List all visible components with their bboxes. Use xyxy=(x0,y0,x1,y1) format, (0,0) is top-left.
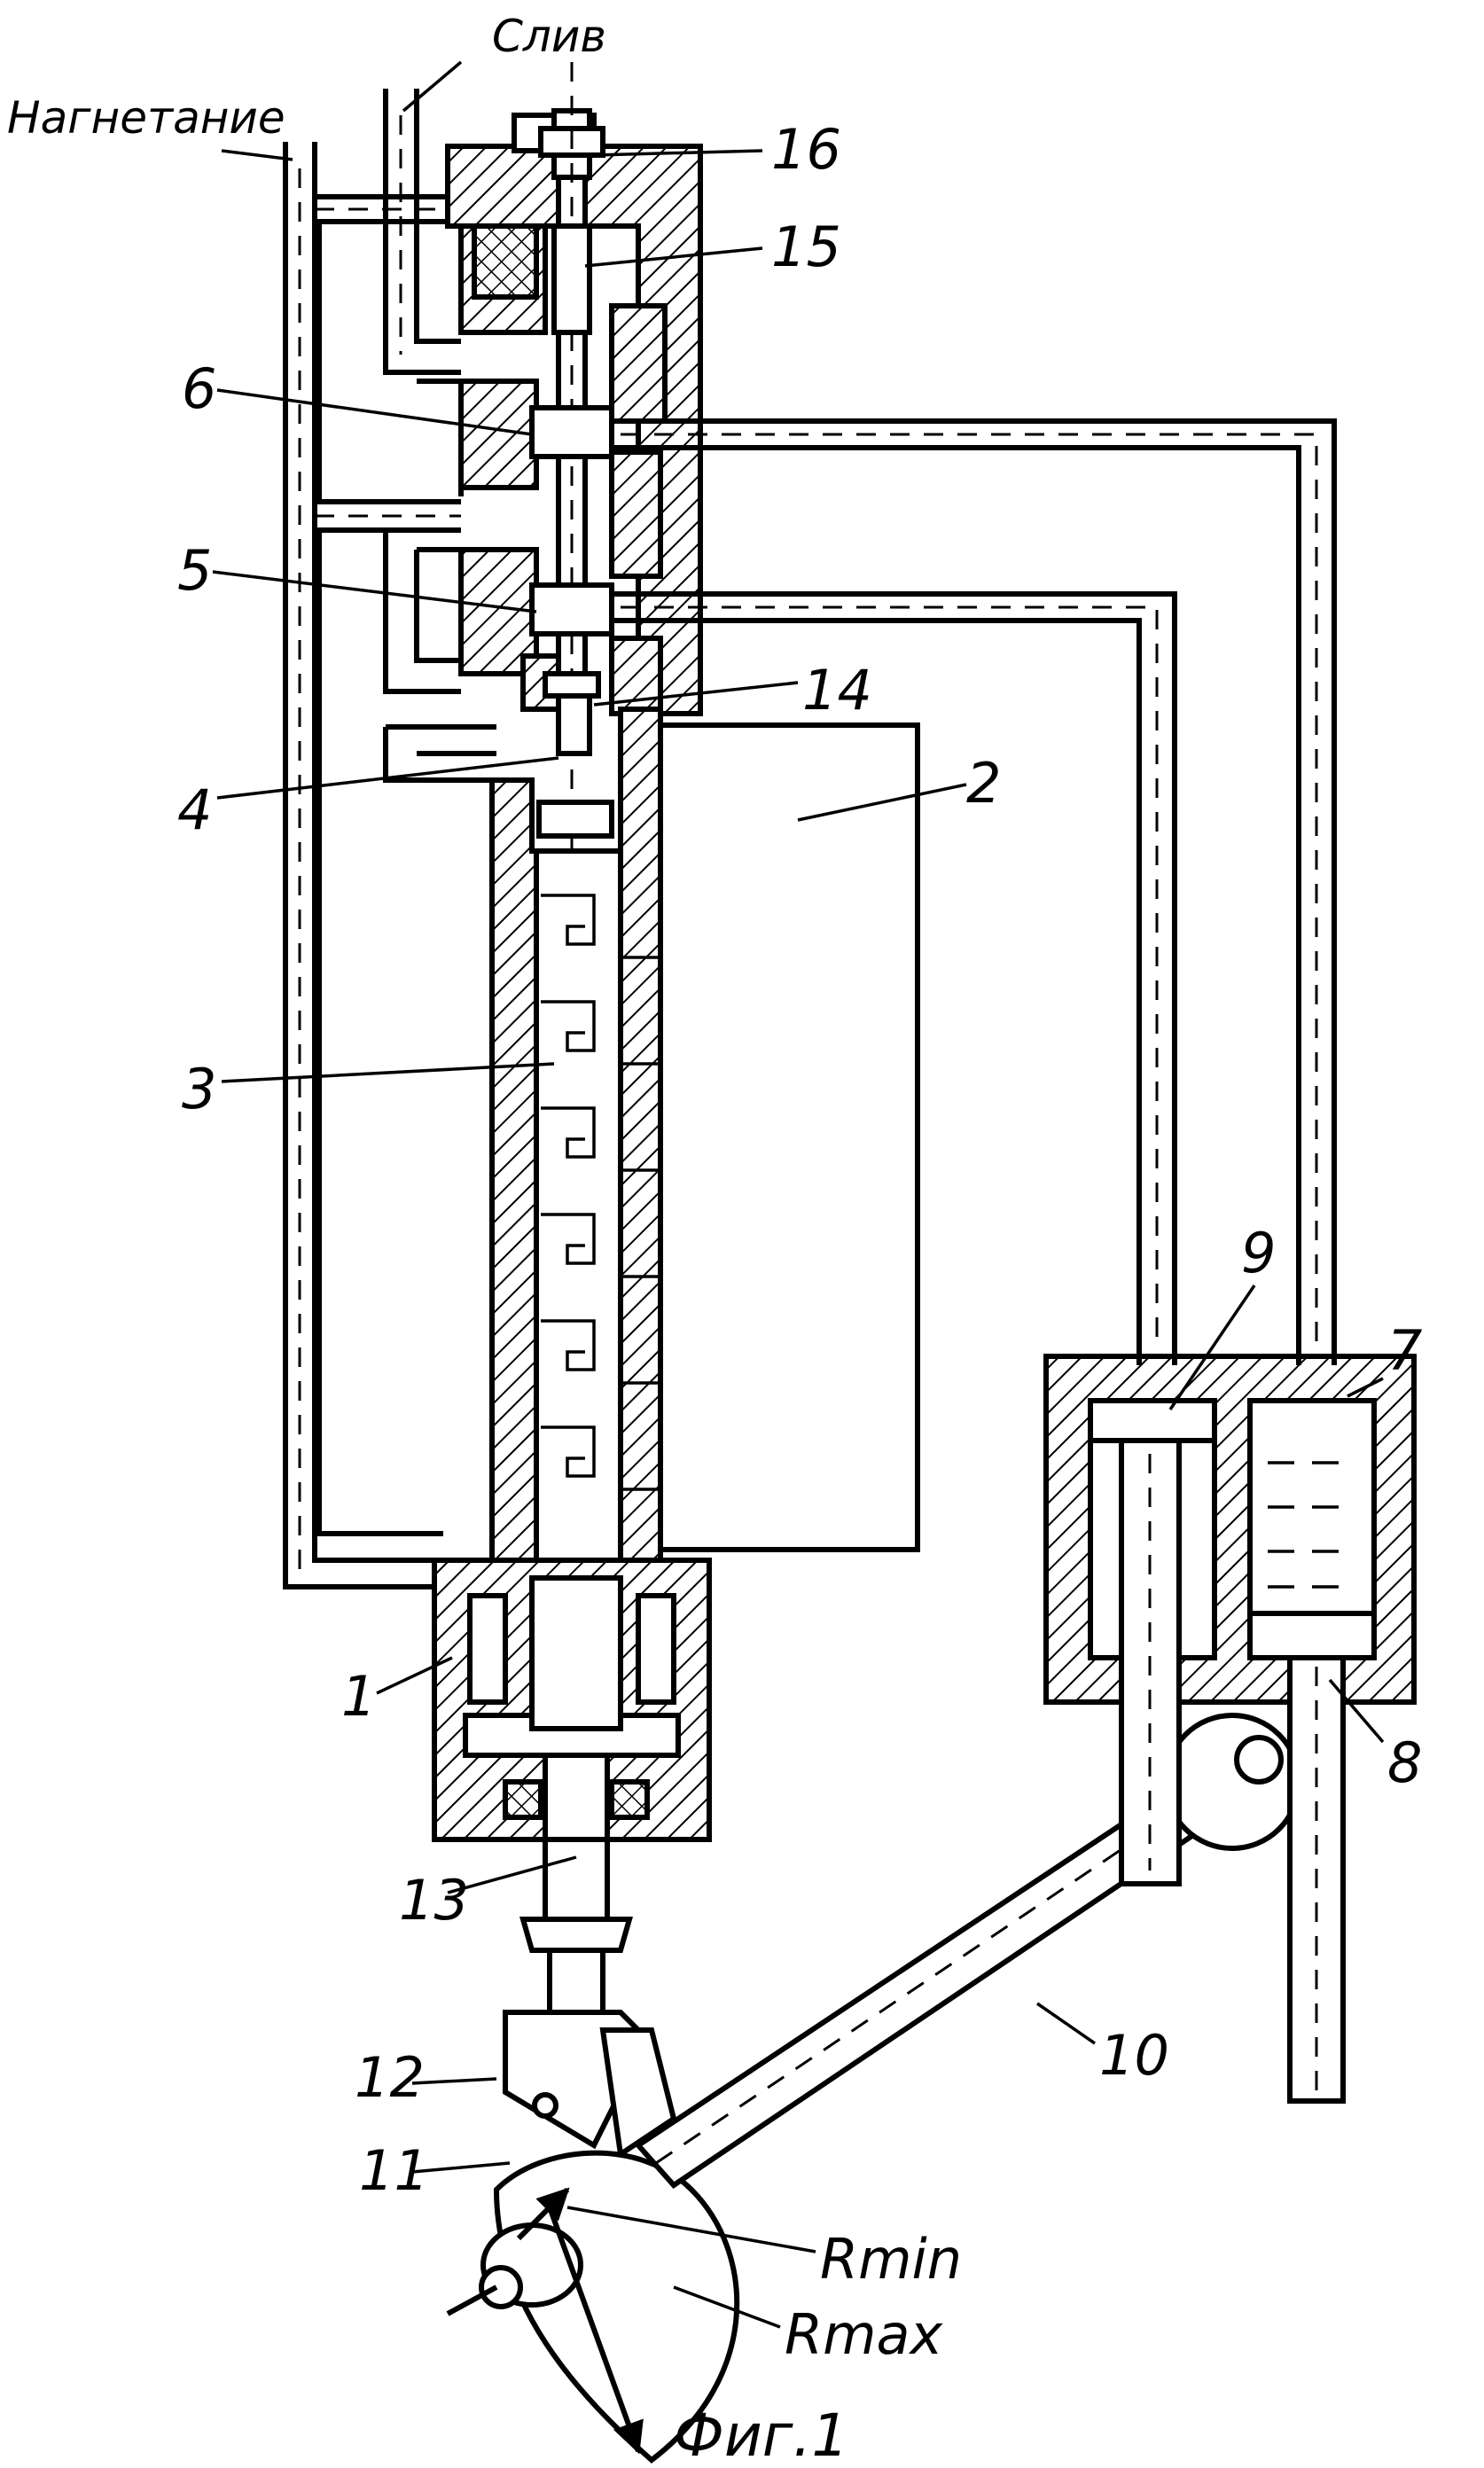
label-3: 3 xyxy=(182,1057,216,1121)
label-14: 14 xyxy=(802,658,872,722)
label-15: 15 xyxy=(771,215,841,279)
label-12: 12 xyxy=(355,2045,425,2110)
label-10: 10 xyxy=(1099,2023,1169,2088)
block-2 xyxy=(660,725,918,1550)
label-11: 11 xyxy=(359,2138,429,2203)
label-2: 2 xyxy=(966,751,1001,816)
label-5: 5 xyxy=(177,538,212,603)
spool-6 xyxy=(532,408,612,457)
part-14 xyxy=(545,674,598,696)
label-pressure: Нагнетание xyxy=(7,92,285,144)
piston-9 xyxy=(1090,1401,1215,1441)
figure-caption: Фиг.1 xyxy=(674,2402,848,2468)
yoke-12 xyxy=(505,2012,674,2154)
label-4: 4 xyxy=(177,777,212,842)
lever-10 xyxy=(638,1715,1299,2185)
label-rmax: Rmax xyxy=(785,2302,943,2367)
label-13: 13 xyxy=(399,1868,469,1933)
label-rmin: Rmin xyxy=(820,2227,962,2292)
piston-8 xyxy=(1250,1613,1374,1658)
label-7: 7 xyxy=(1387,1318,1422,1383)
label-9: 9 xyxy=(1241,1221,1276,1285)
label-16: 16 xyxy=(771,117,841,182)
label-8: 8 xyxy=(1387,1730,1422,1795)
spool-5 xyxy=(532,585,612,634)
label-1: 1 xyxy=(341,1664,376,1729)
label-6: 6 xyxy=(182,356,216,421)
label-drain: Слив xyxy=(492,11,606,62)
housing-1 xyxy=(434,1560,709,1862)
part-15 xyxy=(554,226,590,332)
